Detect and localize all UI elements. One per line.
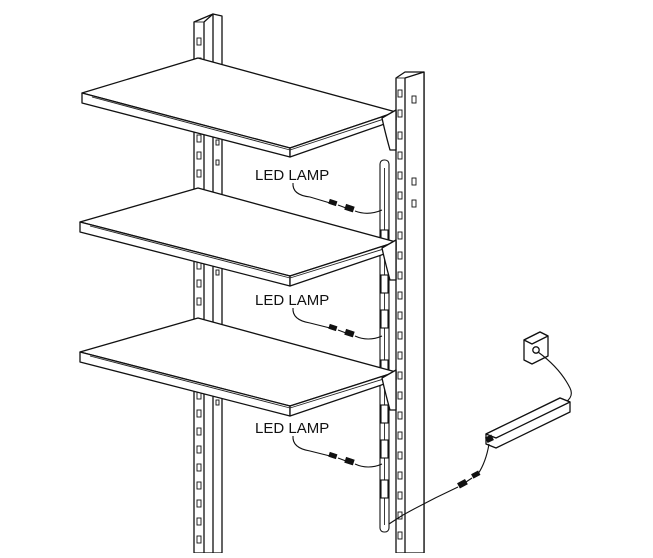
driver-output-cable	[477, 443, 490, 475]
led-lamp-label-middle: LED LAMP	[255, 292, 329, 309]
led-driver	[484, 397, 571, 449]
shelf-middle	[79, 187, 397, 287]
led-strip	[379, 159, 390, 533]
mains-cable	[537, 351, 572, 403]
driver-connector-female	[457, 479, 468, 489]
shelf-bottom-bracket	[381, 369, 397, 411]
wall-socket	[523, 331, 549, 365]
shelf-top-bracket	[381, 109, 397, 151]
led-lamp-label-top: LED LAMP	[255, 167, 329, 184]
led-lamp-callout-bottom: LED LAMP	[255, 420, 383, 468]
front-upright-slots	[397, 89, 417, 540]
shelf-top	[81, 57, 397, 158]
led-lamp-callout-top: LED LAMP	[255, 167, 383, 214]
front-upright	[395, 71, 425, 554]
led-lamp-label-bottom: LED LAMP	[255, 420, 329, 437]
shelf-bottom	[79, 317, 397, 417]
driver-connector-male	[471, 470, 481, 479]
strip-feed-cable	[388, 486, 459, 525]
rear-upright-slots	[196, 37, 220, 544]
shelf-middle-bracket	[381, 239, 397, 281]
led-lamp-callout-middle: LED LAMP	[255, 292, 383, 340]
